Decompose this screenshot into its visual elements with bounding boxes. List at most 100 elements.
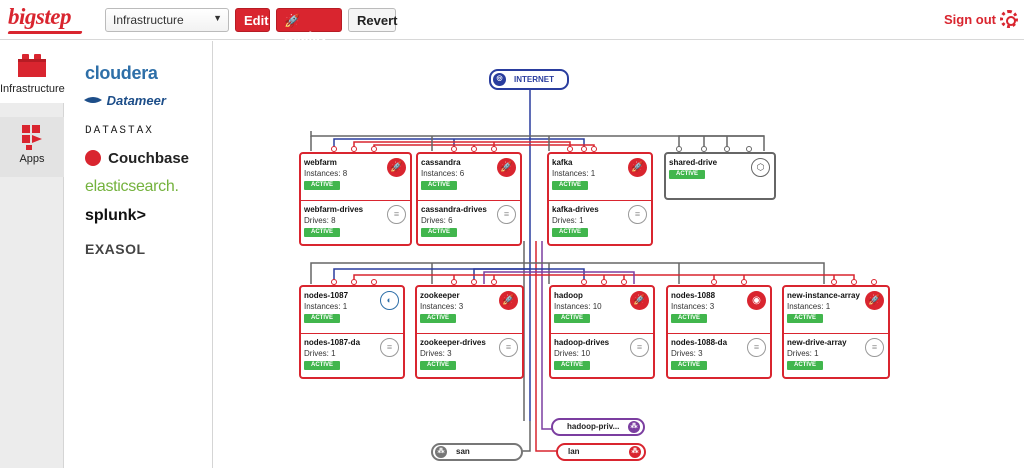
status-badge: ACTIVE [421,181,457,190]
datameer-icon: ◐ [380,291,399,310]
app-elasticsearch[interactable]: elasticsearch. [85,178,179,195]
instance-meta: Instances: 3 [420,302,464,311]
edit-button[interactable]: Edit [235,8,270,32]
app-splunk[interactable]: splunk> [85,207,146,224]
rocket-icon: 🚀 [865,291,884,310]
drive-name: nodes-1087-da [304,338,361,347]
instance-hadoop[interactable]: hadoop Instances: 10 ACTIVE 🚀 hadoop-dri… [549,285,655,379]
status-badge: ACTIVE [787,314,823,323]
lan-network[interactable]: lan ⁂ [556,443,646,461]
drive-section: hadoop-drives Drives: 10 ACTIVE ≡ [551,333,653,379]
drive-section: nodes-1088-da Drives: 3 ACTIVE ≡ [668,333,770,379]
chevron-down-icon: ▼ [213,13,222,23]
couchbase-icon: ◉ [747,291,766,310]
app-couchbase[interactable]: Couchbase [85,150,189,167]
instance-name: cassandra [421,158,461,167]
instance-meta: Instances: 8 [304,169,348,178]
internet-network[interactable]: ◎ INTERNET [489,69,569,90]
rail-item-infrastructure[interactable]: Infrastructure [0,41,65,103]
san-network[interactable]: ⁂ san [431,443,523,461]
network-icon: ⁂ [629,446,641,458]
view-select[interactable]: Infrastructure ▼ [105,8,229,32]
status-badge: ACTIVE [554,314,590,323]
status-badge: ACTIVE [671,314,707,323]
status-badge: ACTIVE [420,361,456,370]
instance-new-instance-array[interactable]: new-instance-array Instances: 1 ACTIVE 🚀… [782,285,890,379]
infrastructure-canvas[interactable]: ◎ INTERNET webfarm Instances: 8 ACTIVE 🚀… [214,41,1024,468]
instance-meta: Instances: 1 [552,169,596,178]
drive-name: cassandra-drives [421,205,487,214]
sign-out-link[interactable]: Sign out [944,12,996,27]
status-badge: ACTIVE [554,361,590,370]
drive-name: new-drive-array [787,338,847,347]
drive-section: nodes-1087-da Drives: 1 ACTIVE ≡ [301,333,403,379]
network-label: hadoop-priv... [567,422,620,431]
instance-webfarm[interactable]: webfarm Instances: 8 ACTIVE 🚀 webfarm-dr… [299,152,412,246]
datameer-logo-icon [84,97,102,103]
instance-kafka[interactable]: kafka Instances: 1 ACTIVE 🚀 kafka-drives… [547,152,653,246]
disk-icon: ≡ [630,338,649,357]
drive-section: zookeeper-drives Drives: 3 ACTIVE ≡ [417,333,522,379]
drive-section: kafka-drives Drives: 1 ACTIVE ≡ [549,200,651,246]
deploy-label: Deploy [284,29,328,44]
rail-item-apps[interactable]: Apps [0,117,64,177]
left-rail: Infrastructure Apps [0,41,65,468]
cube-icon: ⬡ [751,158,770,177]
gear-icon[interactable] [1000,10,1018,28]
instance-section: zookeeper Instances: 3 ACTIVE 🚀 [417,287,522,333]
instance-meta: Instances: 3 [671,302,715,311]
drive-section: shared-drive ACTIVE ⬡ [666,154,774,200]
network-icon: ⁂ [435,446,447,458]
disk-icon: ≡ [497,205,516,224]
instance-name: nodes-1087 [304,291,349,300]
revert-button[interactable]: Revert [348,8,397,32]
rocket-icon: 🚀 [284,13,301,28]
drive-name: kafka-drives [552,205,599,214]
rocket-icon: 🚀 [630,291,649,310]
couchbase-logo-icon [85,150,101,166]
status-badge: ACTIVE [304,314,340,323]
app-exasol[interactable]: EXASOL [85,241,146,257]
drive-meta: Drives: 1 [552,216,584,225]
instance-shared-drive[interactable]: shared-drive ACTIVE ⬡ [664,152,776,200]
disk-icon: ≡ [628,205,647,224]
disk-icon: ≡ [387,205,406,224]
instance-name: nodes-1088 [671,291,716,300]
instance-name: zookeeper [420,291,460,300]
status-badge: ACTIVE [304,181,340,190]
logo-underline [7,31,83,34]
instance-section: nodes-1087 Instances: 1 ACTIVE ◐ [301,287,403,333]
status-badge: ACTIVE [304,228,340,237]
status-badge: ACTIVE [669,170,705,179]
drive-section: cassandra-drives Drives: 6 ACTIVE ≡ [418,200,520,246]
apps-icon [22,125,42,150]
deploy-button[interactable]: 🚀 Deploy [276,8,342,44]
instance-name: hadoop [554,291,583,300]
rail-item-label: Infrastructure [0,83,65,95]
rail-item-label: Apps [19,153,45,165]
drive-meta: Drives: 3 [420,349,452,358]
rocket-icon: 🚀 [497,158,516,177]
drive-name: shared-drive [669,158,718,167]
instance-section: new-instance-array Instances: 1 ACTIVE 🚀 [784,287,888,333]
app-datameer[interactable]: Datameer [83,93,166,108]
drive-section: webfarm-drives Drives: 8 ACTIVE ≡ [301,200,410,246]
instance-nodes-1087[interactable]: nodes-1087 Instances: 1 ACTIVE ◐ nodes-1… [299,285,405,379]
instance-nodes-1088[interactable]: nodes-1088 Instances: 3 ACTIVE ◉ nodes-1… [666,285,772,379]
app-cloudera[interactable]: cloudera [85,63,158,83]
instance-name: webfarm [304,158,337,167]
status-badge: ACTIVE [552,228,588,237]
instance-section: kafka Instances: 1 ACTIVE 🚀 [549,154,651,200]
instance-section: webfarm Instances: 8 ACTIVE 🚀 [301,154,410,200]
instance-section: hadoop Instances: 10 ACTIVE 🚀 [551,287,653,333]
app-datastax[interactable]: DATASTAX [85,125,154,137]
status-badge: ACTIVE [421,228,457,237]
instance-section: cassandra Instances: 6 ACTIVE 🚀 [418,154,520,200]
instance-zookeeper[interactable]: zookeeper Instances: 3 ACTIVE 🚀 zookeepe… [415,285,524,379]
rocket-icon: 🚀 [499,291,518,310]
app-label: Couchbase [108,150,190,167]
hadoop-private-network[interactable]: hadoop-priv... ⁂ [551,418,645,436]
drive-name: nodes-1088-da [671,338,728,347]
bigstep-logo[interactable]: bigstep [8,4,71,29]
instance-cassandra[interactable]: cassandra Instances: 6 ACTIVE 🚀 cassandr… [416,152,522,246]
